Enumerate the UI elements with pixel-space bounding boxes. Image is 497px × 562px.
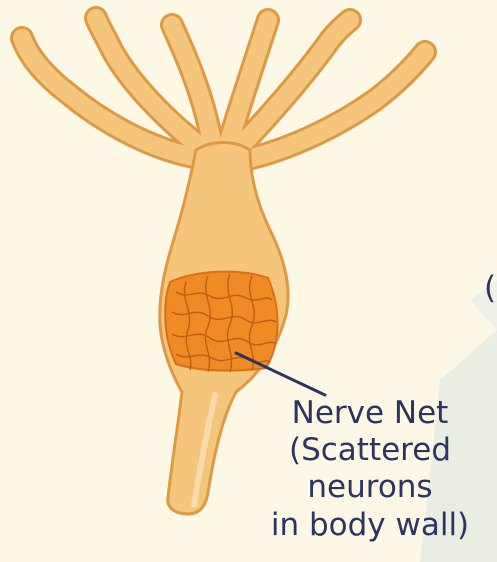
nerve-net-label: Nerve Net (Scattered neurons in body wal…	[243, 395, 497, 544]
nerve-net-label-line3: neurons	[243, 469, 497, 506]
tentacles	[22, 18, 425, 160]
nerve-net-label-line1: Nerve Net	[243, 395, 497, 432]
nerve-net	[165, 272, 277, 372]
nerve-net-label-line2: (Scattered	[243, 432, 497, 469]
cut-off-label: (	[484, 270, 496, 307]
nerve-net-label-line4: in body wall)	[243, 507, 497, 544]
